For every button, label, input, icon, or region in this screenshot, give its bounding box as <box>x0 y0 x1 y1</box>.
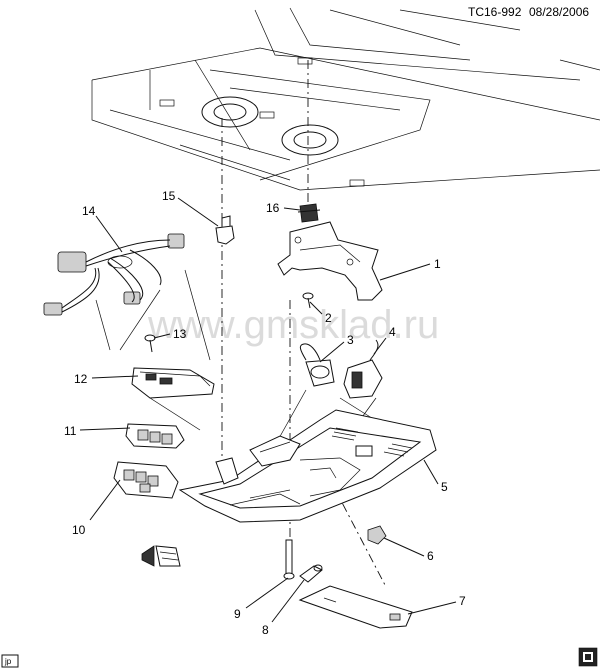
svg-text:15: 15 <box>162 189 176 203</box>
part-15-clip <box>215 215 235 245</box>
part-8-bulb <box>299 564 323 583</box>
diagram-reference: TC16-992 <box>468 5 522 19</box>
part-9-bolt <box>283 539 295 580</box>
corner-tag: jp <box>1 654 19 668</box>
part-4-switch-housing <box>343 339 383 399</box>
svg-text:1: 1 <box>434 257 441 271</box>
part-7-cover-plate <box>298 585 413 629</box>
callout-1: 1 <box>379 257 441 281</box>
svg-text:16: 16 <box>266 201 280 215</box>
watermark: www.gmsklad.ru <box>147 303 439 347</box>
callout-11: 11 <box>64 424 131 438</box>
roof-headliner <box>91 7 600 191</box>
svg-text:6: 6 <box>427 549 434 563</box>
svg-text:9: 9 <box>234 607 241 621</box>
part-16-clip <box>297 203 321 223</box>
part-11-switch-panel <box>125 423 185 449</box>
part-12-module <box>131 367 215 431</box>
callout-4: 4 <box>373 325 396 355</box>
callout-10: 10 <box>72 479 121 537</box>
callout-7: 7 <box>407 594 466 615</box>
vehicle-logo-icon <box>578 647 598 667</box>
diagram-date: 08/28/2006 <box>529 5 589 19</box>
front-arrow-icon <box>141 545 181 567</box>
svg-text:2: 2 <box>325 311 332 325</box>
svg-text:5: 5 <box>441 480 448 494</box>
callout-3: 3 <box>319 333 354 363</box>
svg-text:jp: jp <box>4 657 12 666</box>
callout-9: 9 <box>234 577 289 621</box>
part-1-bracket <box>277 221 383 301</box>
console-grille-right <box>383 443 413 457</box>
callout-14: 14 <box>82 204 123 253</box>
part-6-cap <box>367 525 387 545</box>
callout-5: 5 <box>423 459 448 494</box>
part-14-wiring-harness <box>43 233 211 361</box>
callout-12: 12 <box>74 372 139 386</box>
part-2-screw <box>302 292 314 309</box>
svg-text:14: 14 <box>82 204 96 218</box>
callout-15: 15 <box>162 189 219 227</box>
part-3-lamp-socket <box>299 343 335 387</box>
svg-text:11: 11 <box>64 424 77 438</box>
console-grille-left <box>331 427 359 441</box>
svg-text:4: 4 <box>389 325 396 339</box>
svg-text:10: 10 <box>72 523 86 537</box>
part-10-control-panel <box>113 461 179 499</box>
callout-6: 6 <box>383 537 434 563</box>
callout-16: 16 <box>266 201 301 215</box>
svg-text:13: 13 <box>173 327 187 341</box>
svg-text:7: 7 <box>459 594 466 608</box>
svg-text:3: 3 <box>347 333 354 347</box>
svg-text:8: 8 <box>262 623 269 637</box>
part-5-overhead-console <box>178 409 437 523</box>
callout-13: 13 <box>153 327 187 341</box>
callout-2: 2 <box>309 301 332 325</box>
callout-8: 8 <box>262 579 305 637</box>
svg-text:12: 12 <box>74 372 88 386</box>
